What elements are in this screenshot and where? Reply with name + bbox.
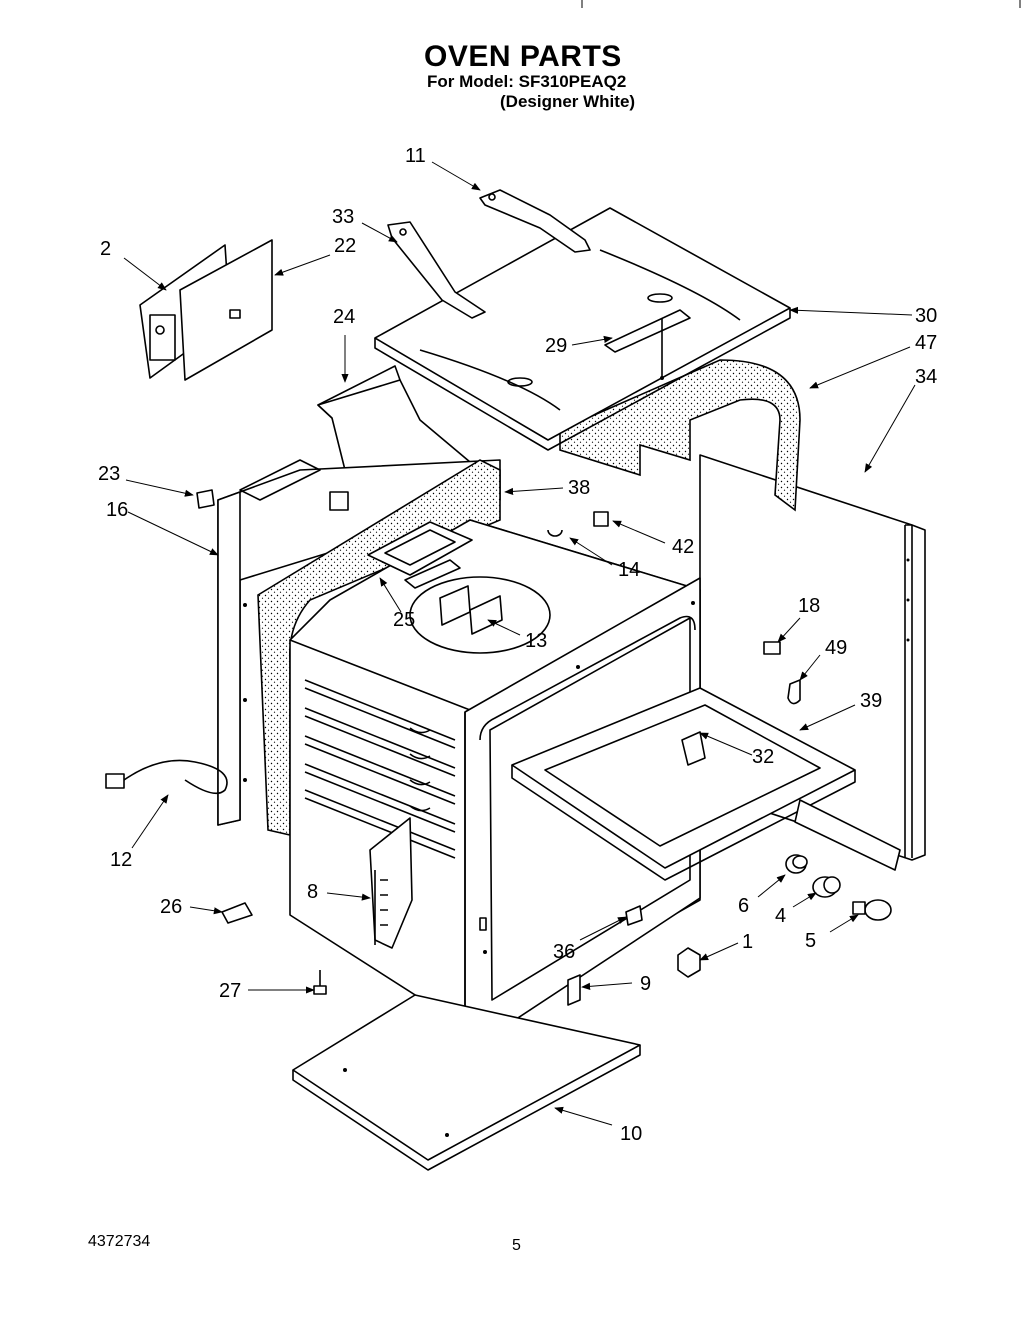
part-27-screw xyxy=(313,970,327,995)
callout-25: 25 xyxy=(393,609,415,631)
document-number: 4372734 xyxy=(88,1233,151,1250)
callout-1: 1 xyxy=(742,931,753,953)
callout-34: 34 xyxy=(915,366,937,388)
part-22-bracket xyxy=(179,239,273,381)
callout-6: 6 xyxy=(738,895,749,917)
part-11-bracket xyxy=(479,189,591,253)
part-25-vent-trim xyxy=(367,521,473,589)
callout-24: 24 xyxy=(333,306,355,328)
part-47-insulation xyxy=(559,359,801,512)
callout-16: 16 xyxy=(106,499,128,521)
part-26-bracket xyxy=(221,902,253,924)
part-33-bracket xyxy=(387,221,486,319)
callout-labels: 11 33 2 22 24 30 29 47 34 23 16 38 42 14… xyxy=(98,145,937,1145)
callout-38: 38 xyxy=(568,477,590,499)
rack-guides xyxy=(304,679,456,859)
callout-14: 14 xyxy=(618,559,640,581)
part-5-light-bulb xyxy=(852,899,892,921)
part-18-pin xyxy=(763,641,781,655)
model-variant: (Designer White) xyxy=(500,92,636,111)
callout-4: 4 xyxy=(775,905,786,927)
part-36-clip xyxy=(625,905,643,926)
callout-18: 18 xyxy=(798,595,820,617)
callout-23: 23 xyxy=(98,463,120,485)
page-title: OVEN PARTS xyxy=(424,40,622,73)
part-6-knob xyxy=(785,854,808,874)
callout-11: 11 xyxy=(405,145,426,167)
callout-32: 32 xyxy=(752,746,774,768)
callout-26: 26 xyxy=(160,896,182,918)
callout-42: 42 xyxy=(672,536,694,558)
part-1-nut xyxy=(677,947,701,978)
part-12-power-cord xyxy=(105,759,228,795)
callout-27: 27 xyxy=(219,980,241,1002)
callout-10: 10 xyxy=(620,1123,642,1145)
model-number: For Model: SF310PEAQ2 xyxy=(427,72,627,91)
callout-5: 5 xyxy=(805,930,816,952)
page-number: 5 xyxy=(512,1237,521,1254)
part-39-oven-door xyxy=(511,687,901,881)
part-49-clip xyxy=(787,679,801,705)
part-42-clip xyxy=(593,511,609,527)
callout-36: 36 xyxy=(553,941,575,963)
callout-9: 9 xyxy=(640,973,651,995)
part-10-bottom-panel xyxy=(292,994,641,1171)
callout-12: 12 xyxy=(110,849,132,871)
callout-47: 47 xyxy=(915,332,937,354)
part-13-plate xyxy=(439,585,503,635)
callout-2: 2 xyxy=(100,238,111,260)
callout-33: 33 xyxy=(332,206,354,228)
callout-8: 8 xyxy=(307,881,318,903)
callout-29: 29 xyxy=(545,335,567,357)
part-4-socket xyxy=(812,876,841,898)
callout-22: 22 xyxy=(334,235,356,257)
callout-13: 13 xyxy=(525,630,547,652)
part-23-clip xyxy=(196,489,215,509)
part-9-clip xyxy=(567,974,581,1006)
callout-49: 49 xyxy=(825,637,847,659)
leader-lines xyxy=(123,161,916,1126)
part-8-hinge xyxy=(369,817,413,949)
callout-30: 30 xyxy=(915,305,937,327)
part-14-clip xyxy=(547,529,563,537)
callout-39: 39 xyxy=(860,690,882,712)
